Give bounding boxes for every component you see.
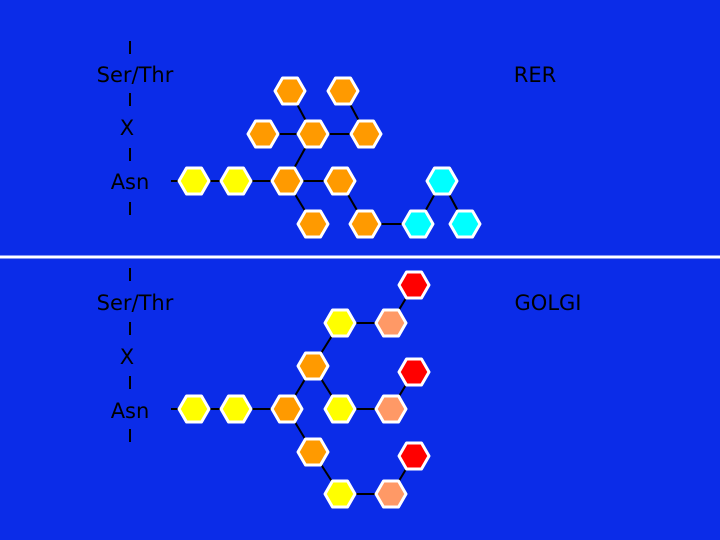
rer-sugar-yellow-hexagon	[219, 166, 253, 196]
golgi-sugar-orange-hexagon	[296, 437, 330, 467]
golgi-sugar-light_orange-hexagon	[374, 479, 408, 509]
rer-asn-label: Asn	[111, 170, 150, 194]
golgi-sugar-orange-hexagon	[270, 394, 304, 424]
golgi-sugar-yellow-hexagon	[323, 308, 357, 338]
golgi-compartment-label: GOLGI	[515, 291, 582, 315]
golgi-sugar-yellow-hexagon	[219, 394, 253, 424]
rer-ser-thr-label: Ser/Thr	[97, 63, 174, 87]
golgi-panel: Ser/Thr X Asn GOLGI	[97, 268, 582, 495]
golgi-sugar-light_orange-hexagon	[374, 394, 408, 424]
rer-sugar-orange-hexagon	[246, 119, 280, 149]
rer-sugar-yellow-hexagon	[177, 166, 211, 196]
golgi-sugar-red-hexagon	[397, 441, 431, 471]
rer-sugar-orange-hexagon	[323, 166, 357, 196]
rer-glycan-bonds	[171, 90, 466, 225]
golgi-asn-label: Asn	[111, 399, 150, 423]
golgi-sugar-red-hexagon	[397, 357, 431, 387]
rer-x-label: X	[120, 116, 134, 140]
rer-sugar-orange-hexagon	[273, 76, 307, 106]
golgi-sugar-orange-hexagon	[296, 351, 330, 381]
rer-sugar-orange-hexagon	[296, 119, 330, 149]
sugar-residues	[177, 76, 482, 509]
rer-sugar-orange-hexagon	[270, 166, 304, 196]
golgi-sugar-red-hexagon	[397, 270, 431, 300]
rer-sugar-orange-hexagon	[296, 209, 330, 239]
rer-sugar-orange-hexagon	[349, 119, 383, 149]
rer-sugar-orange-hexagon	[348, 209, 382, 239]
golgi-glycan-bonds	[171, 284, 415, 495]
golgi-sugar-yellow-hexagon	[177, 394, 211, 424]
golgi-ser-thr-label: Ser/Thr	[97, 291, 174, 315]
rer-sugar-cyan-hexagon	[425, 166, 459, 196]
golgi-sugar-yellow-hexagon	[323, 394, 357, 424]
golgi-sugar-yellow-hexagon	[323, 479, 357, 509]
rer-sugar-cyan-hexagon	[401, 209, 435, 239]
golgi-sugar-light_orange-hexagon	[374, 308, 408, 338]
rer-compartment-label: RER	[514, 63, 556, 87]
rer-sugar-cyan-hexagon	[448, 209, 482, 239]
golgi-x-label: X	[120, 345, 134, 369]
rer-sugar-orange-hexagon	[326, 76, 360, 106]
